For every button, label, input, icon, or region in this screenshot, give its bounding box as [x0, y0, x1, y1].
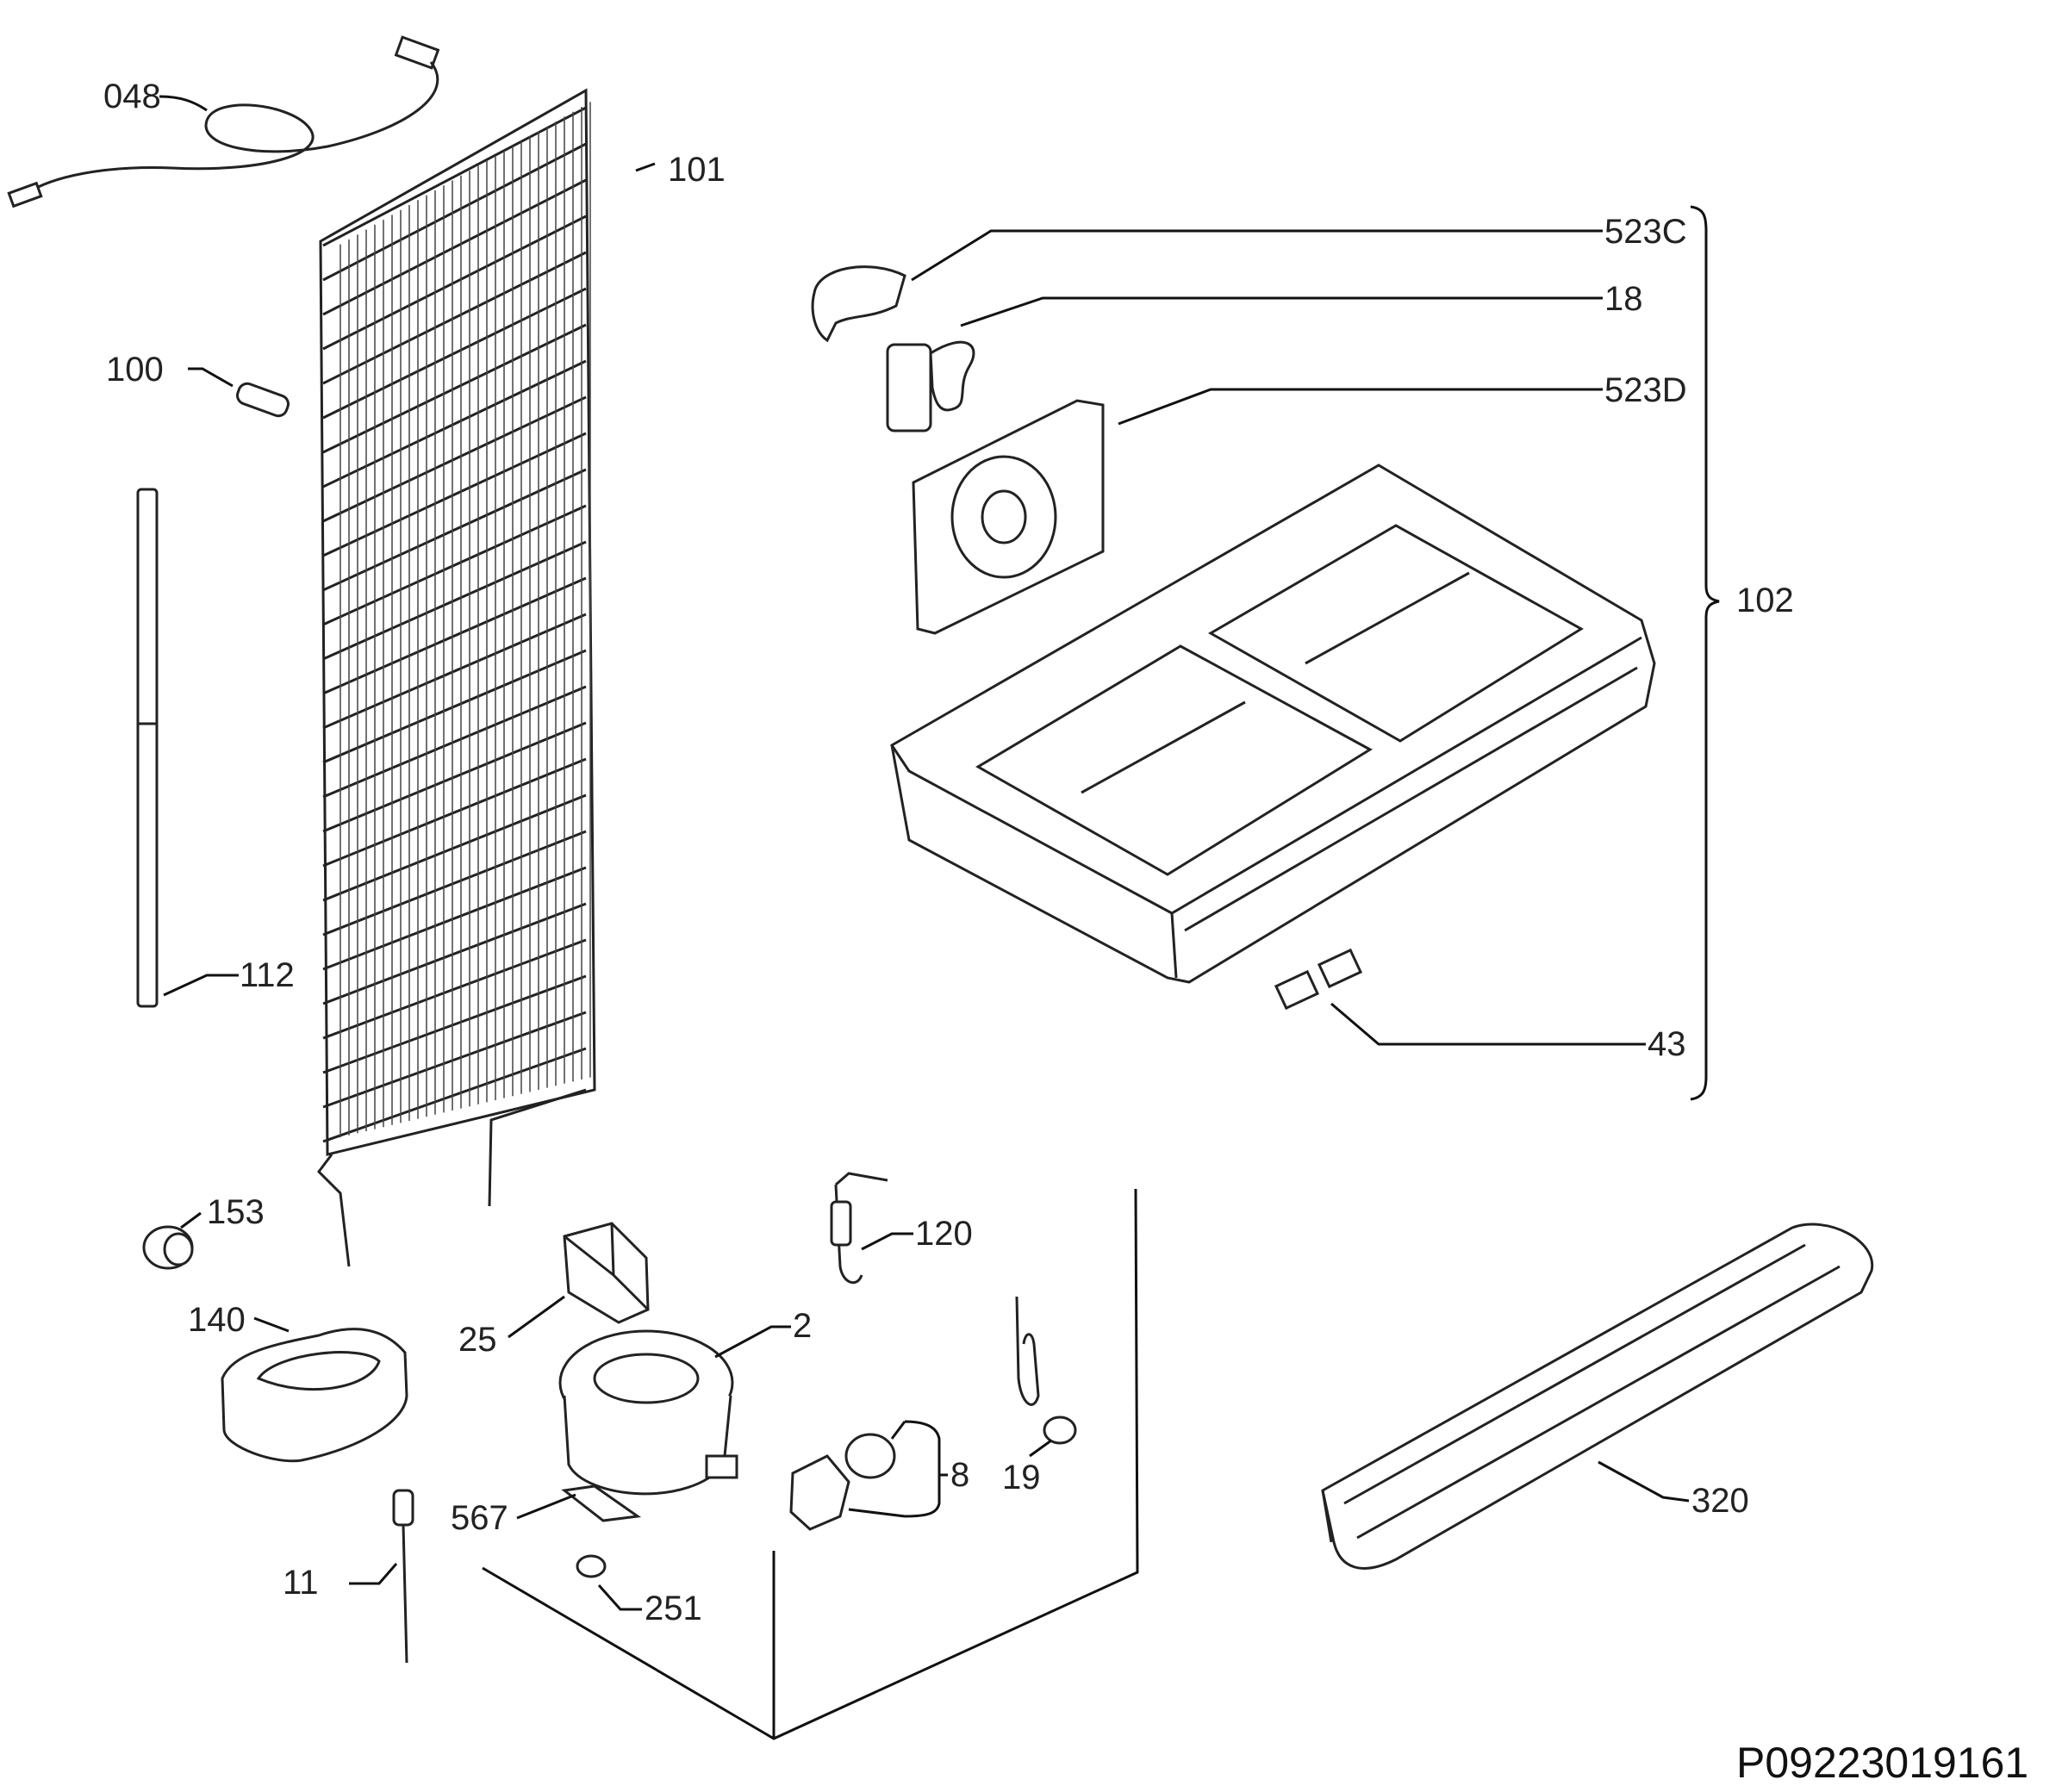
label-101: 101: [668, 151, 726, 189]
label-523c: 523C: [1604, 213, 1687, 251]
label-320: 320: [1691, 1482, 1749, 1520]
part-153-cap: [142, 1225, 194, 1270]
assembly-outline: [482, 1188, 1139, 1740]
drawing-code: P09223019161: [1736, 1739, 2028, 1787]
leader-lines: [159, 95, 1690, 1611]
part-18-fan-motor: [886, 340, 975, 432]
part-523c-cover: [811, 265, 906, 343]
group-bracket-102: [1690, 205, 1720, 1101]
part-120-heater-wire: [830, 1172, 888, 1285]
coil-pipes: [317, 1088, 587, 1267]
label-140: 140: [188, 1301, 246, 1339]
coil-panel: [319, 88, 596, 1156]
part-11-sensor: [392, 1489, 414, 1664]
part-523d-fan-bracket: [912, 399, 1105, 635]
label-251: 251: [645, 1590, 702, 1627]
label-11: 11: [283, 1564, 319, 1602]
label-43: 43: [1648, 1025, 1686, 1063]
part-048-sensor-cable: [7, 35, 440, 208]
part-112-rod: [136, 488, 159, 1008]
part-320-handle: [1321, 1223, 1874, 1570]
part-25-relay-box: [563, 1222, 650, 1324]
label-25: 25: [458, 1321, 497, 1359]
part-100-connector: [236, 382, 290, 418]
label-18: 18: [1604, 280, 1643, 318]
part-labels: 048 101 100 112 153 140 11 25 2 567 251 …: [103, 78, 2028, 1787]
part-2-compressor: [558, 1329, 738, 1522]
label-8: 8: [950, 1456, 969, 1494]
part-102-evaporator-housing: [890, 464, 1656, 984]
label-523d: 523D: [1604, 371, 1687, 409]
label-100: 100: [106, 351, 164, 389]
label-2: 2: [793, 1307, 812, 1345]
part-43-connectors: [1274, 948, 1363, 1011]
coil-tubes: [322, 106, 587, 1143]
label-567: 567: [451, 1499, 508, 1537]
label-048: 048: [103, 78, 161, 115]
part-251-nut: [576, 1554, 607, 1578]
label-112: 112: [240, 956, 295, 994]
label-153: 153: [207, 1193, 265, 1231]
label-19: 19: [1002, 1459, 1041, 1496]
label-120: 120: [915, 1215, 973, 1253]
part-140-drip-tray: [221, 1328, 408, 1463]
part-8-starter-relay: [789, 1433, 896, 1531]
label-102: 102: [1736, 582, 1794, 619]
part-101-condenser-coil: [317, 88, 596, 1267]
part-19-cable: [1015, 1296, 1077, 1445]
